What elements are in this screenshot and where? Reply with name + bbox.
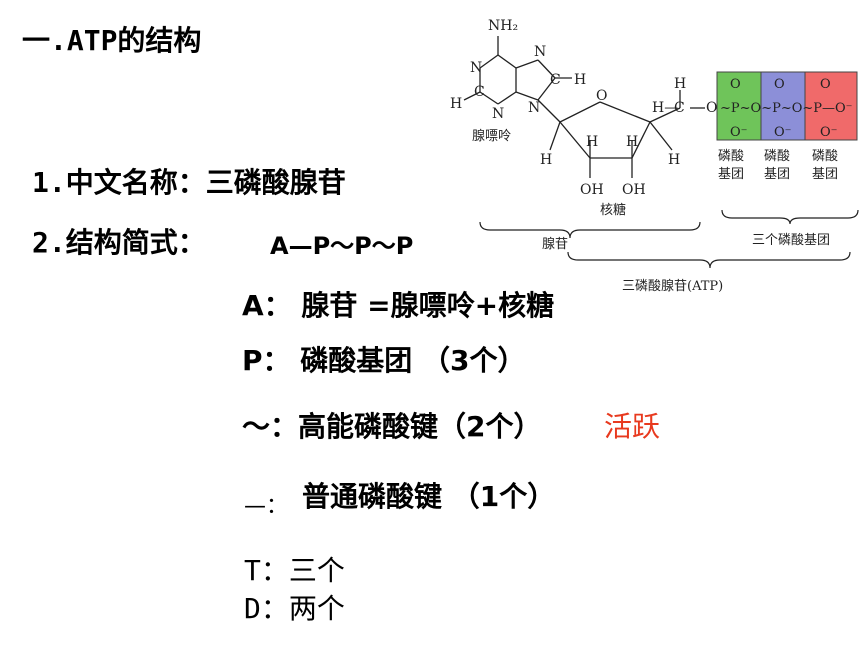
svg-text:O: O bbox=[774, 77, 785, 92]
structure-formula-label: 2.结构简式： bbox=[32, 226, 206, 259]
svg-text:O⁻: O⁻ bbox=[820, 125, 838, 140]
high-energy-bond-definition: ～：高能磷酸键（2个） bbox=[242, 410, 542, 443]
phosphate-label-3-top: 磷酸 bbox=[812, 149, 838, 164]
oh-right: OH bbox=[622, 182, 646, 198]
svg-text:O⁻: O⁻ bbox=[774, 125, 792, 140]
atom-h-ribose-1: H bbox=[586, 134, 598, 150]
atom-n7: N bbox=[534, 44, 546, 60]
d-meaning: D：两个 bbox=[244, 592, 345, 625]
ribose-label: 核糖 bbox=[600, 202, 626, 218]
atom-h-ch2: H— bbox=[652, 100, 678, 116]
atom-h8: H bbox=[574, 72, 586, 88]
phosphate-label-2-top: 磷酸 bbox=[764, 149, 790, 164]
active-label: 活跃 bbox=[604, 410, 661, 443]
slide-title: 一.ATP的结构 bbox=[22, 24, 202, 57]
chinese-name-line: 1.中文名称：三磷酸腺苷 bbox=[32, 166, 346, 199]
three-phosphate-label: 三个磷酸基团 bbox=[752, 233, 830, 248]
adenine-ring bbox=[463, 36, 572, 123]
atom-c2: C bbox=[474, 84, 485, 100]
svg-text:O: O bbox=[730, 77, 741, 92]
svg-text:O⁻: O⁻ bbox=[730, 125, 748, 140]
atom-h-ribose-4: H bbox=[668, 152, 680, 168]
atom-o-link: O bbox=[706, 100, 717, 116]
phosphate-label-1-top: 磷酸 bbox=[718, 149, 744, 164]
oh-left: OH bbox=[580, 182, 604, 198]
atom-h-ribose-2: H bbox=[626, 134, 638, 150]
structure-formula: A—P～P～P bbox=[270, 232, 414, 260]
brace-lines bbox=[479, 209, 859, 269]
atp-structure-diagram: NH₂ N C H N N C H N 腺嘌呤 O H H H H OH OH … bbox=[450, 18, 859, 294]
atom-h-ch2-top: H bbox=[674, 76, 686, 92]
phosphate-label-2-bottom: 基团 bbox=[764, 167, 790, 182]
adenosine-definition: A： 腺苷 =腺嘌呤+核糖 bbox=[242, 289, 555, 322]
phosphate-label-1-bottom: 基团 bbox=[718, 167, 744, 182]
ribose-ring bbox=[549, 90, 705, 178]
svg-text:~P~O~P~O~P—O⁻: ~P~O~P~O~P—O⁻ bbox=[720, 101, 853, 116]
t-meaning: T：三个 bbox=[244, 554, 345, 587]
phosphate-definition: P： 磷酸基团 （3个） bbox=[242, 344, 526, 377]
phosphate-chain: ~P~O~P~O~P—O⁻ O O O O⁻ O⁻ O⁻ bbox=[720, 77, 853, 140]
atom-h-ribose-3: H bbox=[540, 152, 552, 168]
atom-h2: H bbox=[450, 96, 462, 112]
phosphate-box-2 bbox=[760, 71, 806, 141]
nh2-label: NH₂ bbox=[488, 18, 518, 34]
atp-label: 三磷酸腺苷(ATP) bbox=[622, 279, 723, 294]
ribose-oxygen: O bbox=[596, 88, 607, 104]
adenine-label: 腺嘌呤 bbox=[472, 128, 511, 144]
atom-n3: N bbox=[492, 106, 504, 122]
svg-text:O: O bbox=[820, 77, 831, 92]
phosphate-box-3 bbox=[804, 71, 858, 141]
atom-c5: C bbox=[674, 100, 685, 116]
atom-n1: N bbox=[470, 60, 482, 76]
normal-bond-definition: 普通磷酸键 （1个） bbox=[302, 480, 556, 513]
normal-bond-prefix: —： bbox=[244, 494, 289, 519]
atom-c8: C bbox=[550, 72, 561, 88]
phosphate-label-3-bottom: 基团 bbox=[812, 167, 838, 182]
phosphate-box-1 bbox=[716, 71, 762, 141]
adenosine-label: 腺苷 bbox=[542, 237, 568, 252]
atom-n9: N bbox=[528, 100, 540, 116]
